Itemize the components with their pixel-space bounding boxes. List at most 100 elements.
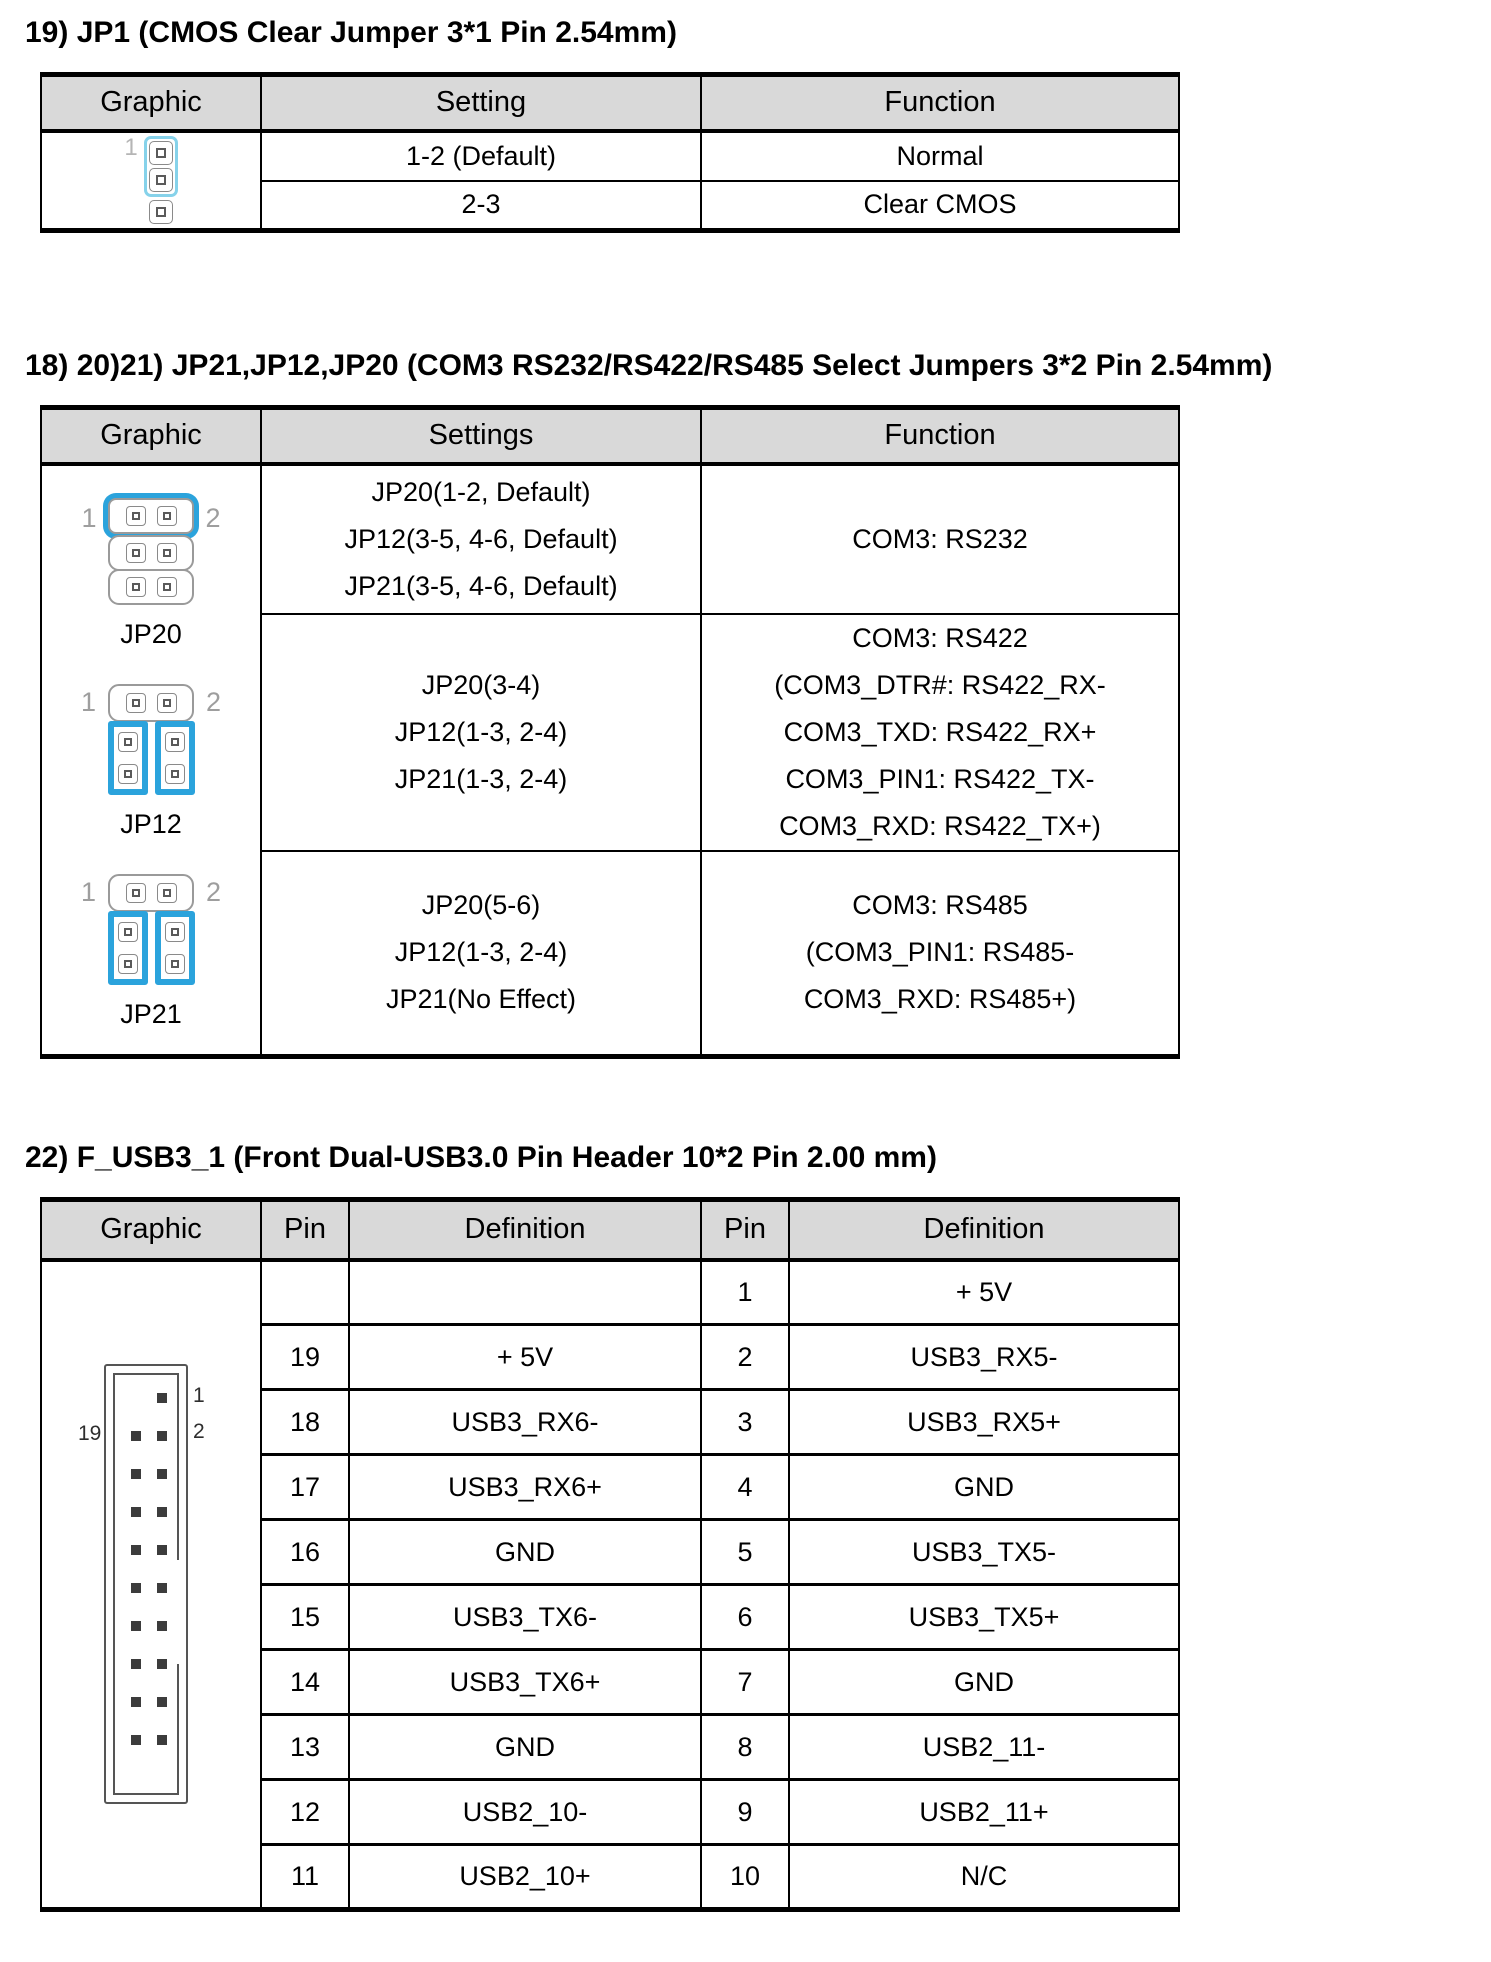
pin-cell: 14	[260, 1648, 350, 1716]
pin-cell	[260, 1258, 350, 1326]
jumper-graphics-stack: 1	[42, 472, 260, 1048]
table-row: 2-3 Clear CMOS	[41, 179, 1180, 232]
table-header-row: Graphic Settings Function	[40, 406, 1180, 466]
jp20-label: JP20	[120, 618, 182, 649]
function-line: COM3_RXD: RS485+)	[803, 984, 1077, 1015]
pin-row-icon	[108, 873, 194, 912]
function-line: COM3_TXD: RS422_RX+	[783, 716, 1097, 747]
pin-cell: 15	[260, 1583, 350, 1651]
function-line: (COM3_PIN1: RS485-	[805, 937, 1075, 968]
definition-cell: + 5V	[788, 1258, 1180, 1326]
function-cell: COM3: RS485 (COM3_PIN1: RS485- COM3_RXD:…	[700, 849, 1180, 1058]
pin19-label: 19	[78, 1422, 102, 1446]
table-header-row: Graphic Pin Definition Pin Definition	[40, 1198, 1180, 1262]
definition-cell: USB3_TX6-	[348, 1583, 702, 1651]
header-inner-outline	[113, 1373, 179, 1796]
com3-jumpers-table: Graphic Settings Function 1	[40, 405, 1180, 1059]
table-row: 19 + 5V 2 USB3_RX5-	[41, 1323, 1180, 1391]
setting-line: JP20(1-2, Default)	[371, 476, 591, 507]
table-row: JP20(5-6) JP12(1-3, 2-4) JP21(No Effect)…	[41, 849, 1180, 1058]
setting-line: JP21(1-3, 2-4)	[394, 763, 568, 794]
pin-cell: 10	[700, 1843, 790, 1911]
com3-graphic-cell: 1	[40, 462, 262, 1058]
usb3-pin-header-icon: 19 1 2	[76, 1364, 226, 1805]
pin-cell: 11	[260, 1843, 350, 1911]
definition-cell: GND	[788, 1648, 1180, 1716]
jp12-label: JP12	[120, 808, 182, 839]
setting-line: JP21(3-5, 4-6, Default)	[344, 570, 618, 601]
definition-cell: USB3_RX5+	[788, 1388, 1180, 1456]
jp21-pin-rows	[107, 873, 195, 985]
col-header-setting: Setting	[260, 73, 702, 133]
settings-cell: JP20(3-4) JP12(1-3, 2-4) JP21(1-3, 2-4)	[260, 612, 702, 852]
definition-cell: N/C	[788, 1843, 1180, 1911]
jumper-cap-icon	[154, 720, 195, 795]
setting-cell: 1-2 (Default)	[260, 129, 702, 182]
function-line: COM3: RS232	[852, 523, 1028, 554]
col-header-function: Function	[700, 406, 1180, 466]
jp12-pin-rows	[107, 683, 195, 795]
setting-line: JP20(5-6)	[421, 890, 541, 921]
pin-cell: 9	[700, 1778, 790, 1846]
jp1-pin-column	[143, 136, 178, 225]
pin-cell: 13	[260, 1713, 350, 1781]
definition-cell: USB3_TX5-	[788, 1518, 1180, 1586]
pin-icon	[117, 953, 138, 974]
pin-icon	[156, 692, 177, 713]
section-title-fusb3: 22) F_USB3_1 (Front Dual-USB3.0 Pin Head…	[25, 1141, 937, 1174]
setting-line: JP12(1-3, 2-4)	[394, 937, 568, 968]
setting-line: JP20(3-4)	[421, 669, 541, 700]
table-row: 18 USB3_RX6- 3 USB3_RX5+	[41, 1388, 1180, 1456]
setting-cell: 2-3	[260, 179, 702, 232]
definition-cell: + 5V	[348, 1323, 702, 1391]
setting-line: JP12(1-3, 2-4)	[394, 716, 568, 747]
pin-icon	[117, 731, 138, 752]
col-header-pin-left: Pin	[260, 1198, 350, 1262]
col-header-graphic: Graphic	[40, 1198, 262, 1262]
definition-cell: USB3_TX5+	[788, 1583, 1180, 1651]
table-row: 17 USB3_RX6+ 4 GND	[41, 1453, 1180, 1521]
pin-cell: 7	[700, 1648, 790, 1716]
definition-cell: USB2_10+	[348, 1843, 702, 1911]
setting-line: JP21(No Effect)	[385, 984, 577, 1015]
table-row: 16 GND 5 USB3_TX5-	[41, 1518, 1180, 1586]
table-row: 14 USB3_TX6+ 7 GND	[41, 1648, 1180, 1716]
pin1-label: 1	[193, 1384, 205, 1408]
jumper-caps	[107, 720, 195, 795]
function-line: COM3: RS422	[852, 622, 1028, 653]
jp1-table: Graphic Setting Function 1 1-2 (Default	[40, 72, 1180, 233]
pin-cell: 5	[700, 1518, 790, 1586]
pin-icon	[125, 576, 146, 597]
definition-cell: GND	[788, 1453, 1180, 1521]
function-line: COM3_RXD: RS422_TX+)	[779, 810, 1101, 841]
jumper-caps	[107, 910, 195, 985]
definition-cell: USB3_RX6-	[348, 1388, 702, 1456]
pin2-label: 2	[193, 1420, 205, 1444]
section-title-jp1: 19) JP1 (CMOS Clear Jumper 3*1 Pin 2.54m…	[25, 16, 677, 49]
col-header-definition-right: Definition	[788, 1198, 1180, 1262]
jp20-pin-rows	[108, 497, 194, 605]
jp12-pin1-label: 1	[80, 686, 97, 717]
pin-icon	[125, 692, 146, 713]
function-cell: COM3: RS422 (COM3_DTR#: RS422_RX- COM3_T…	[700, 612, 1180, 852]
settings-cell: JP20(5-6) JP12(1-3, 2-4) JP21(No Effect)	[260, 849, 702, 1058]
pin-row-icon	[108, 534, 194, 571]
col-header-pin-right: Pin	[700, 1198, 790, 1262]
jp20-jumper-icon: 1	[78, 497, 224, 605]
pin-cell: 1	[700, 1258, 790, 1326]
jp1-jumper-icon: 1	[42, 136, 260, 225]
pin-cell: 16	[260, 1518, 350, 1586]
pin-icon	[148, 141, 173, 166]
col-header-settings: Settings	[260, 406, 702, 466]
definition-cell: USB3_RX5-	[788, 1323, 1180, 1391]
jp21-pin1-label: 1	[80, 876, 97, 907]
col-header-definition-left: Definition	[348, 1198, 702, 1262]
function-cell: Clear CMOS	[700, 179, 1180, 232]
pin-cell: 19	[260, 1323, 350, 1391]
pin-icon	[117, 921, 138, 942]
definition-cell: GND	[348, 1518, 702, 1586]
jp12-pin2-label: 2	[205, 686, 222, 717]
settings-cell: JP20(1-2, Default) JP12(3-5, 4-6, Defaul…	[260, 462, 702, 615]
jp12-jumper-icon: 1	[78, 683, 225, 795]
